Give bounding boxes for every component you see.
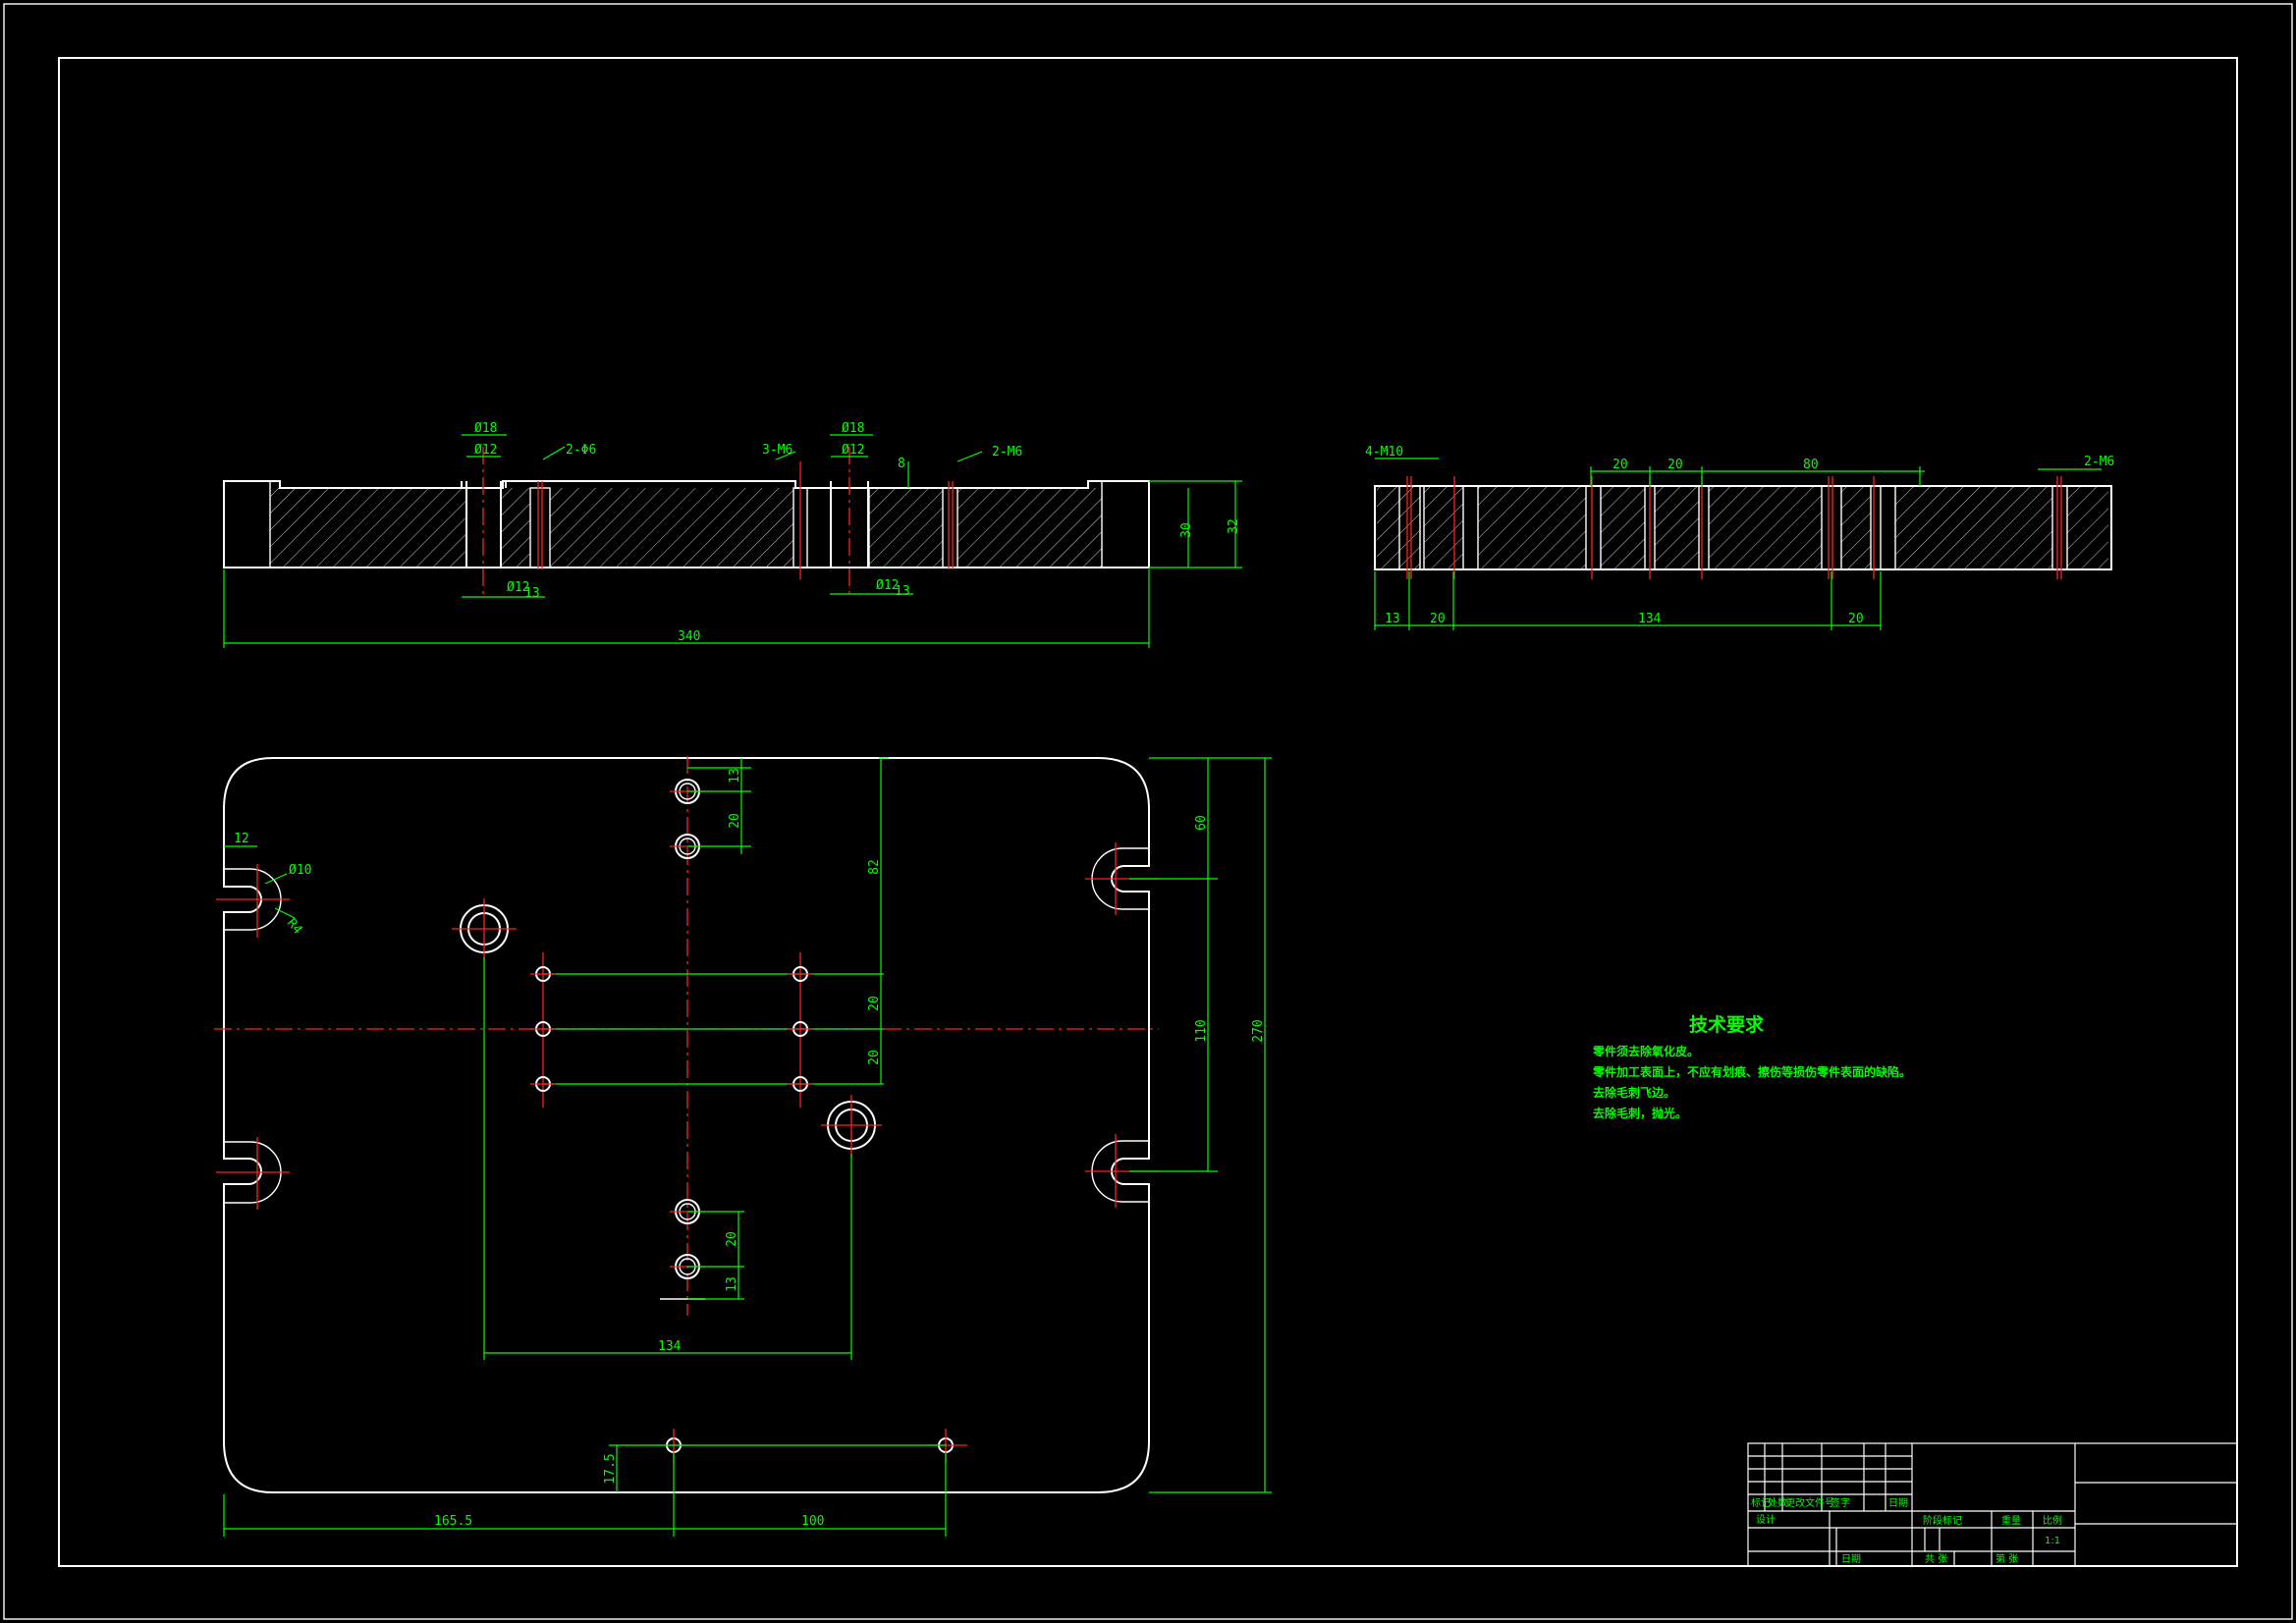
front-section-view: Ø18 Ø12 2-Φ6 Ø12 13 3-M6 Ø18 Ø12 8 2-M6 … [223, 421, 1242, 648]
technical-requirements: 技术要求 零件须去除氧化皮。 零件加工表面上，不应有划痕、擦伤等损伤零件表面的缺… [1592, 1013, 1911, 1120]
tb-sheet: 第 张 [1995, 1552, 2018, 1565]
dim-front-thickness-1: 30 [1179, 522, 1194, 538]
tech-line-1: 零件须去除氧化皮。 [1592, 1044, 1699, 1058]
dim-plan-slot-radius: R4 [284, 916, 305, 938]
tech-line-2: 零件加工表面上，不应有划痕、擦伤等损伤零件表面的缺陷。 [1592, 1064, 1911, 1079]
tech-line-3: 去除毛刺飞边。 [1593, 1085, 1675, 1100]
dim-front-bore-left-inner: Ø12 [474, 443, 497, 458]
dim-plan-20a: 20 [867, 996, 882, 1011]
tb-mark: 标记 [1751, 1497, 1771, 1509]
tb-change-doc: 更改文件号 [1785, 1496, 1834, 1509]
tb-date: 日期 [1888, 1497, 1908, 1509]
tech-title: 技术要求 [1689, 1013, 1765, 1036]
label-front-hole-2: 3-M6 [762, 443, 793, 458]
dim-side-bottom-4: 20 [1848, 612, 1864, 626]
dim-plan-bot-20: 20 [725, 1231, 739, 1247]
dim-front-bore-right-top: Ø18 [842, 421, 864, 436]
side-section-view: 4-M10 20 20 80 2-M6 13 20 134 20 [1365, 445, 2114, 630]
tb-weight: 重量 [2001, 1514, 2021, 1527]
tb-signature: 签字 [1831, 1496, 1850, 1509]
dim-front-bore-left-depth: 13 [524, 586, 540, 601]
dim-plan-134: 134 [658, 1339, 682, 1354]
dim-plan-20b: 20 [867, 1050, 882, 1065]
tb-scale-value: 1:1 [2045, 1536, 2060, 1546]
dim-plan-270: 270 [1251, 1019, 1266, 1042]
dim-front-bore-left-top: Ø18 [474, 421, 497, 436]
inner-border [58, 57, 2238, 1567]
dim-side-bottom-2: 20 [1430, 612, 1446, 626]
dim-plan-82: 82 [867, 859, 882, 875]
dim-front-bore-right-bottom: Ø12 [876, 578, 899, 593]
dim-front-overall-length: 340 [678, 629, 700, 644]
plan-view: 12 Ø10 R4 13 20 82 20 20 20 13 134 [214, 756, 1272, 1537]
dim-side-top-3: 80 [1803, 458, 1819, 472]
label-front-hole-3: 2-M6 [992, 445, 1022, 460]
dim-side-top-1: 20 [1613, 458, 1628, 472]
dim-side-top-2: 20 [1667, 458, 1683, 472]
tb-total: 共 张 [1925, 1553, 1947, 1565]
dim-plan-slot-dia: Ø10 [289, 863, 311, 878]
dim-front-bore-right-inner: Ø12 [842, 443, 864, 458]
outer-border [3, 3, 2293, 1620]
dim-side-bottom-1: 13 [1385, 612, 1400, 626]
label-side-left: 4-M10 [1365, 445, 1403, 460]
tech-line-4: 去除毛刺，抛光。 [1593, 1106, 1687, 1120]
dim-plan-17-5: 17.5 [603, 1453, 618, 1484]
dim-plan-bot-13: 13 [725, 1276, 739, 1292]
tb-review: 日期 [1841, 1553, 1861, 1565]
tb-stage-mark: 阶段标记 [1923, 1514, 1962, 1527]
label-front-hole-1: 2-Φ6 [566, 443, 596, 458]
label-side-right: 2-M6 [2084, 455, 2114, 469]
dim-front-thickness-2: 32 [1227, 518, 1241, 534]
tb-count: 处数 [1768, 1496, 1787, 1509]
dim-side-bottom-3: 134 [1638, 612, 1662, 626]
dim-plan-top-13: 13 [728, 768, 742, 784]
dim-plan-slot-width: 12 [234, 832, 249, 846]
dim-plan-top-20: 20 [728, 813, 742, 829]
dim-plan-100: 100 [801, 1514, 824, 1529]
title-block: 标记 处数 更改文件号 签字 日期 设计 日期 阶段标记 重量 比例 1:1 共… [1747, 1442, 2238, 1567]
dim-plan-165-5: 165.5 [434, 1514, 472, 1529]
tb-design: 设计 [1756, 1513, 1776, 1526]
tb-scale: 比例 [2043, 1514, 2062, 1527]
dim-front-bore-right-depth: 13 [895, 584, 910, 599]
dim-front-depth: 8 [898, 457, 905, 471]
dim-plan-110: 110 [1194, 1019, 1209, 1042]
dim-plan-60: 60 [1194, 815, 1209, 831]
dim-front-bore-left-bottom: Ø12 [507, 580, 529, 595]
